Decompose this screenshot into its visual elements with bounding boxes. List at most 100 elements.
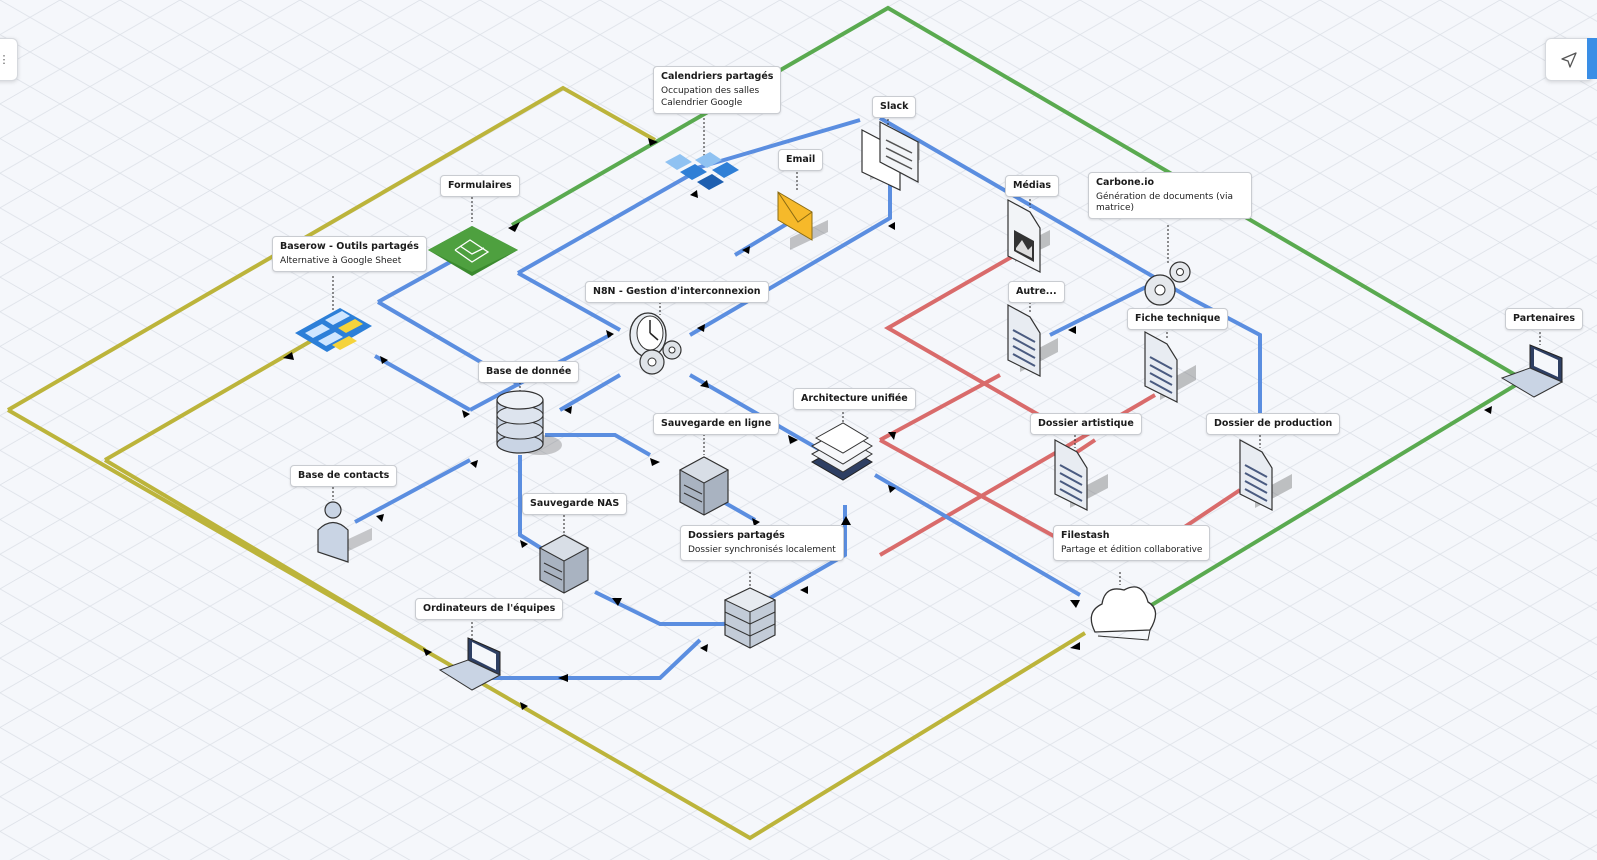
- arrowhead: [376, 514, 384, 522]
- cloud-icon: [1090, 586, 1157, 641]
- arrowhead: [508, 222, 520, 232]
- label-calendriers: Calendriers partagés Occupation des sall…: [653, 66, 782, 115]
- arrowhead: [788, 435, 798, 444]
- arrowhead: [841, 516, 851, 525]
- table-icon: [295, 308, 372, 352]
- label-title: Architecture unifiée: [801, 393, 908, 404]
- label-autre: Autre...: [1008, 281, 1065, 303]
- arrowhead: [800, 586, 808, 594]
- label-fiche: Fiche technique: [1127, 308, 1229, 330]
- layers-icon: [810, 422, 873, 481]
- document-icon: [1239, 438, 1292, 511]
- label-title: Médias: [1013, 180, 1052, 191]
- label-dossier-production: Dossier de production: [1206, 413, 1341, 435]
- label-title: Base de contacts: [298, 470, 390, 481]
- label-title: Fiche technique: [1135, 313, 1221, 324]
- label-sauvegarde-nas: Sauvegarde NAS: [522, 493, 628, 515]
- arrowhead: [888, 222, 895, 230]
- label-title: Dossier artistique: [1038, 418, 1134, 429]
- arrowhead: [888, 432, 896, 440]
- arrowhead: [462, 410, 470, 418]
- document-icon: [1054, 438, 1108, 511]
- user-icon: [317, 501, 372, 563]
- label-base-donnee: Base de donnée: [478, 361, 580, 383]
- label-filestash: Filestash Partage et édition collaborati…: [1053, 525, 1211, 562]
- arrowhead: [470, 460, 478, 468]
- label-sub: Occupation des salles: [661, 85, 760, 96]
- arrowhead: [690, 190, 698, 198]
- arrowhead: [700, 380, 709, 388]
- label-title: Sauvegarde NAS: [530, 498, 620, 509]
- green-connector: [511, 5, 1526, 617]
- document-icon: [1144, 330, 1196, 403]
- laptop-icon: [438, 637, 502, 691]
- arrowhead: [742, 246, 750, 254]
- label-title: Email: [786, 154, 816, 165]
- arrowhead: [380, 356, 388, 364]
- form-icon: [428, 226, 518, 276]
- label-title: Ordinateurs de l'équipes: [423, 603, 556, 614]
- label-ordinateurs: Ordinateurs de l'équipes: [415, 598, 564, 620]
- label-title: Base de donnée: [486, 366, 572, 377]
- send-button[interactable]: [1545, 38, 1593, 81]
- label-sauvegarde-ligne: Sauvegarde en ligne: [653, 413, 780, 435]
- arrowhead: [752, 518, 760, 526]
- label-title: Calendriers partagés: [661, 71, 774, 82]
- calendar-icon: [665, 152, 739, 190]
- arrowhead: [564, 406, 572, 414]
- olive-connector: [6, 85, 1087, 841]
- server-rack-icon: [723, 587, 777, 649]
- label-title: Baserow - Outils partagés: [280, 241, 419, 252]
- arrowhead: [650, 458, 660, 466]
- menu-button[interactable]: ⋮: [0, 38, 18, 81]
- laptop-icon: [1500, 344, 1564, 398]
- label-carbone: Carbone.io Génération de documents (via …: [1088, 172, 1252, 220]
- label-title: Sauvegarde en ligne: [661, 418, 772, 429]
- arrowhead: [520, 702, 528, 710]
- document-icon: [1007, 303, 1058, 377]
- label-title: Partenaires: [1513, 313, 1576, 324]
- label-sub: Calendrier Google: [661, 98, 743, 109]
- label-base-contacts: Base de contacts: [290, 465, 398, 487]
- arrowhead: [648, 138, 658, 146]
- gears-icon: [1144, 261, 1191, 306]
- arrowhead: [283, 352, 294, 360]
- arrowhead: [423, 648, 432, 656]
- label-title: Dossier de production: [1214, 418, 1333, 429]
- arrowhead: [612, 598, 622, 606]
- arrowhead: [520, 540, 528, 548]
- arrowhead: [697, 324, 705, 332]
- accent-bar: [1587, 38, 1597, 79]
- arrowhead: [558, 674, 568, 682]
- label-title: Autre...: [1016, 286, 1057, 297]
- image-document-icon: [1007, 198, 1050, 273]
- send-icon: [1561, 51, 1577, 68]
- label-sub: Génération de documents (via matrice): [1096, 191, 1233, 214]
- label-title: Slack: [880, 101, 909, 112]
- arrowhead: [1070, 600, 1080, 608]
- arrowhead: [1484, 406, 1492, 414]
- label-title: N8N - Gestion d'interconnexion: [593, 286, 761, 297]
- label-title: Carbone.io: [1096, 177, 1154, 188]
- label-formulaires: Formulaires: [440, 175, 520, 197]
- label-sub: Dossier synchronisés localement: [688, 544, 836, 555]
- label-slack: Slack: [872, 96, 917, 118]
- chat-icon: [861, 121, 920, 191]
- red-connector: [878, 253, 1242, 557]
- clock-gear-icon: [629, 312, 682, 375]
- label-n8n: N8N - Gestion d'interconnexion: [585, 281, 769, 303]
- server-icon: [678, 456, 730, 516]
- label-title: Filestash: [1061, 530, 1110, 541]
- label-medias: Médias: [1005, 175, 1060, 197]
- arrowhead: [1070, 642, 1080, 650]
- label-baserow: Baserow - Outils partagés Alternative à …: [272, 236, 427, 273]
- arrowhead: [888, 485, 896, 493]
- menu-icon: ⋮: [0, 53, 10, 66]
- label-architecture: Architecture unifiée: [793, 388, 916, 410]
- label-dossier-artistique: Dossier artistique: [1030, 413, 1142, 435]
- label-sub: Partage et édition collaborative: [1061, 544, 1203, 555]
- arrowhead: [1068, 326, 1076, 334]
- arrowhead: [606, 330, 614, 338]
